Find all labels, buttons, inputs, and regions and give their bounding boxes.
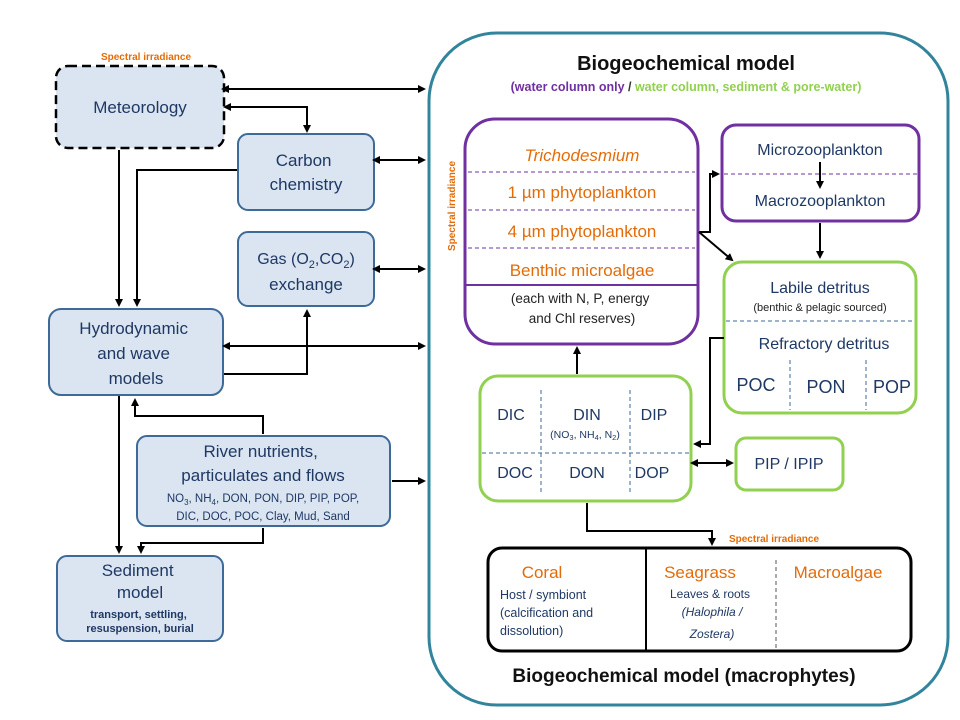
phyto-reserves-note: (each with N, P, energy and Chl reserves… [511, 291, 653, 326]
river-nutrients-detail-1: NO3, NH4, DON, PON, DIP, PIP, POP, [167, 493, 359, 507]
phyto-1um: 1 µm phytoplankton [508, 183, 657, 202]
hydrodynamic-box [48, 308, 224, 396]
detritus-poc: POC [736, 375, 775, 395]
phyto-4um: 4 µm phytoplankton [508, 222, 657, 241]
sediment-model-box [56, 555, 224, 642]
river-nutrients-detail-2: DIC, DOC, POC, Clay, Mud, Sand [176, 511, 350, 523]
pip-ipip-label: PIP / IPIP [754, 456, 823, 473]
spectral-irradiance-label-meteorology: Spectral irradiance [101, 52, 191, 63]
detritus-pon: PON [806, 377, 845, 397]
biogeochemical-model-title: Biogeochemical model [577, 53, 795, 75]
macrophytes-title: Biogeochemical model (macrophytes) [512, 666, 855, 687]
nutrients-box [478, 374, 693, 503]
sediment-model-label: Sediment model [102, 561, 179, 602]
meteorology-label: Meteorology [93, 98, 187, 117]
nutrient-din-species: (NO3, NH4, N2) [550, 429, 620, 442]
nutrient-din: DIN [573, 407, 601, 424]
phyto-trichodesmium: Trichodesmium [525, 146, 640, 165]
phytoplankton-box [463, 117, 700, 346]
labile-detritus-label: Labile detritus [770, 280, 870, 297]
river-nutrients-box [136, 435, 391, 527]
nutrient-dic: DIC [497, 407, 525, 424]
sediment-model-details: transport, settling, resuspension, buria… [86, 609, 194, 635]
spectral-irradiance-label-macrophytes: Spectral irradiance [729, 534, 819, 545]
coral-details: Host / symbiont (calcification and disso… [500, 588, 597, 638]
carbon-chemistry-label: Carbon chemistry [270, 151, 343, 194]
nutrient-don: DON [569, 465, 605, 482]
seagrass-label: Seagrass [664, 563, 736, 582]
seagrass-species-2: Zostera) [689, 627, 735, 641]
pip-ipip-box [734, 436, 845, 492]
nutrient-dop: DOP [635, 465, 670, 482]
nutrient-doc: DOC [497, 465, 533, 482]
hydrodynamic-label: Hydrodynamic and wave models [79, 319, 192, 388]
gas-exchange-box [237, 231, 375, 307]
river-nutrients-label: River nutrients, particulates and flows [181, 442, 344, 485]
gas-exchange-label-line2: exchange [269, 275, 343, 294]
seagrass-species-1: (Halophila / [682, 605, 744, 619]
macrozooplankton-label: Macrozooplankton [755, 193, 886, 210]
refractory-detritus-label: Refractory detritus [759, 336, 890, 353]
phyto-benthic-microalgae: Benthic microalgae [510, 261, 655, 280]
detritus-pop: POP [873, 377, 911, 397]
macroalgae-label: Macroalgae [794, 563, 883, 582]
microzooplankton-label: Microzooplankton [757, 142, 882, 159]
biogeochemical-model-subtitle: (water column only / water column, sedim… [511, 80, 862, 94]
coral-label: Coral [522, 563, 563, 582]
labile-detritus-note: (benthic & pelagic sourced) [753, 302, 886, 314]
gas-exchange-label: Gas (O2,CO2) [257, 251, 355, 271]
seagrass-details: Leaves & roots [670, 587, 750, 601]
macrophytes-box [486, 546, 913, 653]
spectral-irradiance-label-side: Spectral irradiance [447, 161, 458, 251]
meteorology-box [54, 64, 226, 150]
carbon-chemistry-box [237, 133, 375, 211]
nutrient-dip: DIP [641, 407, 668, 424]
